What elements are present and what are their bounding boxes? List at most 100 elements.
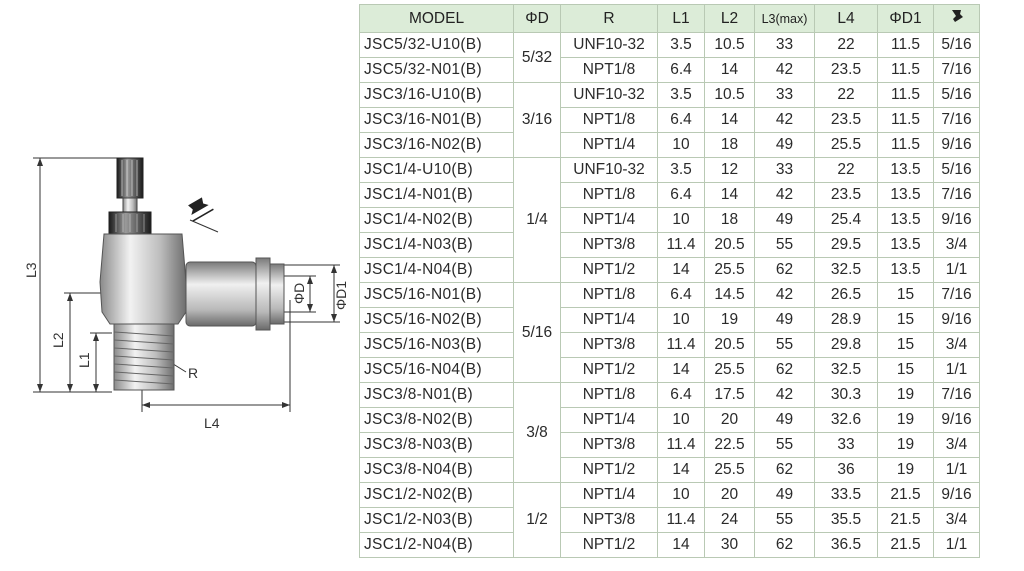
- cell-hex: 1/1: [933, 357, 980, 383]
- cell-hex: 7/16: [933, 57, 980, 83]
- label-d: ΦD: [291, 283, 307, 304]
- spec-table: MODEL ΦD R L1 L2 L3(max) L4 ΦD1 JSC5/32-…: [359, 4, 980, 558]
- header-d: ΦD: [513, 4, 561, 33]
- cell-l3: 42: [754, 107, 815, 133]
- cell-d1: 19: [877, 382, 934, 408]
- cell-model: JSC1/4-N04(B): [359, 257, 514, 283]
- label-l2: L2: [50, 332, 66, 348]
- cell-hex: 9/16: [933, 307, 980, 333]
- label-l3: L3: [23, 262, 39, 278]
- cell-l2: 10.5: [704, 32, 755, 58]
- fitting-diagram-svg: L3 L2 L1 L4 R ΦD ΦD1: [23, 157, 349, 431]
- hex-leader-line: [189, 219, 219, 233]
- header-model: MODEL: [359, 4, 514, 33]
- cell-thread: NPT1/8: [560, 57, 658, 83]
- header-l4: L4: [814, 4, 878, 33]
- cell-d1: 19: [877, 407, 934, 433]
- cell-hex: 1/1: [933, 532, 980, 558]
- cell-thread: NPT1/4: [560, 307, 658, 333]
- connector-collar: [255, 257, 271, 331]
- cell-l1: 6.4: [657, 182, 705, 208]
- header-l3max: L3(max): [754, 4, 815, 33]
- knurled-knob: [116, 157, 144, 199]
- cell-model: JSC5/16-N03(B): [359, 332, 514, 358]
- wrench-hex-icon: [188, 197, 214, 222]
- cell-l2: 14: [704, 182, 755, 208]
- cell-l3: 49: [754, 307, 815, 333]
- cell-hex: 3/4: [933, 432, 980, 458]
- cell-d1: 15: [877, 307, 934, 333]
- cell-l1: 11.4: [657, 432, 705, 458]
- cell-l1: 11.4: [657, 507, 705, 533]
- header-l2: L2: [704, 4, 755, 33]
- wrench-hex-icon: [951, 10, 963, 22]
- cell-l2: 14: [704, 107, 755, 133]
- release-ring: [269, 263, 285, 325]
- cell-thread: NPT3/8: [560, 332, 658, 358]
- cell-l2: 25.5: [704, 357, 755, 383]
- cell-l2: 10.5: [704, 82, 755, 108]
- cell-od: 3/8: [513, 382, 561, 483]
- cell-d1: 11.5: [877, 82, 934, 108]
- cell-l1: 6.4: [657, 57, 705, 83]
- cell-thread: NPT1/8: [560, 282, 658, 308]
- cell-model: JSC5/32-U10(B): [359, 32, 514, 58]
- cell-hex: 9/16: [933, 407, 980, 433]
- cell-hex: 5/16: [933, 82, 980, 108]
- cell-od: 5/32: [513, 32, 561, 83]
- cell-l4: 36.5: [814, 532, 878, 558]
- cell-l3: 49: [754, 407, 815, 433]
- cell-l4: 25.5: [814, 132, 878, 158]
- cell-thread: NPT1/8: [560, 382, 658, 408]
- header-hex: [933, 4, 980, 33]
- cell-l2: 25.5: [704, 457, 755, 483]
- cell-d1: 19: [877, 432, 934, 458]
- cell-od: 3/16: [513, 82, 561, 158]
- table-header-row: MODEL ΦD R L1 L2 L3(max) L4 ΦD1: [359, 4, 980, 33]
- cell-hex: 3/4: [933, 232, 980, 258]
- cell-model: JSC3/8-N04(B): [359, 457, 514, 483]
- cell-l4: 32.6: [814, 407, 878, 433]
- cell-model: JSC3/16-N02(B): [359, 132, 514, 158]
- cell-model: JSC3/16-N01(B): [359, 107, 514, 133]
- cell-model: JSC5/16-N02(B): [359, 307, 514, 333]
- cell-l4: 22: [814, 32, 878, 58]
- cell-l1: 10: [657, 132, 705, 158]
- cell-d1: 21.5: [877, 532, 934, 558]
- cell-model: JSC1/2-N02(B): [359, 482, 514, 508]
- label-l1: L1: [76, 352, 92, 368]
- cell-l2: 14.5: [704, 282, 755, 308]
- cell-l2: 22.5: [704, 432, 755, 458]
- cell-hex: 9/16: [933, 132, 980, 158]
- cell-l4: 33.5: [814, 482, 878, 508]
- cell-l4: 29.5: [814, 232, 878, 258]
- cell-l2: 20: [704, 482, 755, 508]
- cell-thread: NPT3/8: [560, 432, 658, 458]
- cell-hex: 7/16: [933, 382, 980, 408]
- cell-l1: 6.4: [657, 107, 705, 133]
- cell-model: JSC3/8-N02(B): [359, 407, 514, 433]
- fitting-body: [99, 233, 187, 325]
- cell-hex: 1/1: [933, 457, 980, 483]
- cell-od: 1/2: [513, 482, 561, 558]
- cell-l1: 10: [657, 407, 705, 433]
- cell-d1: 15: [877, 357, 934, 383]
- cell-l4: 36: [814, 457, 878, 483]
- cell-l1: 3.5: [657, 32, 705, 58]
- label-d1: ΦD1: [333, 281, 349, 310]
- cell-l3: 62: [754, 357, 815, 383]
- cell-l4: 30.3: [814, 382, 878, 408]
